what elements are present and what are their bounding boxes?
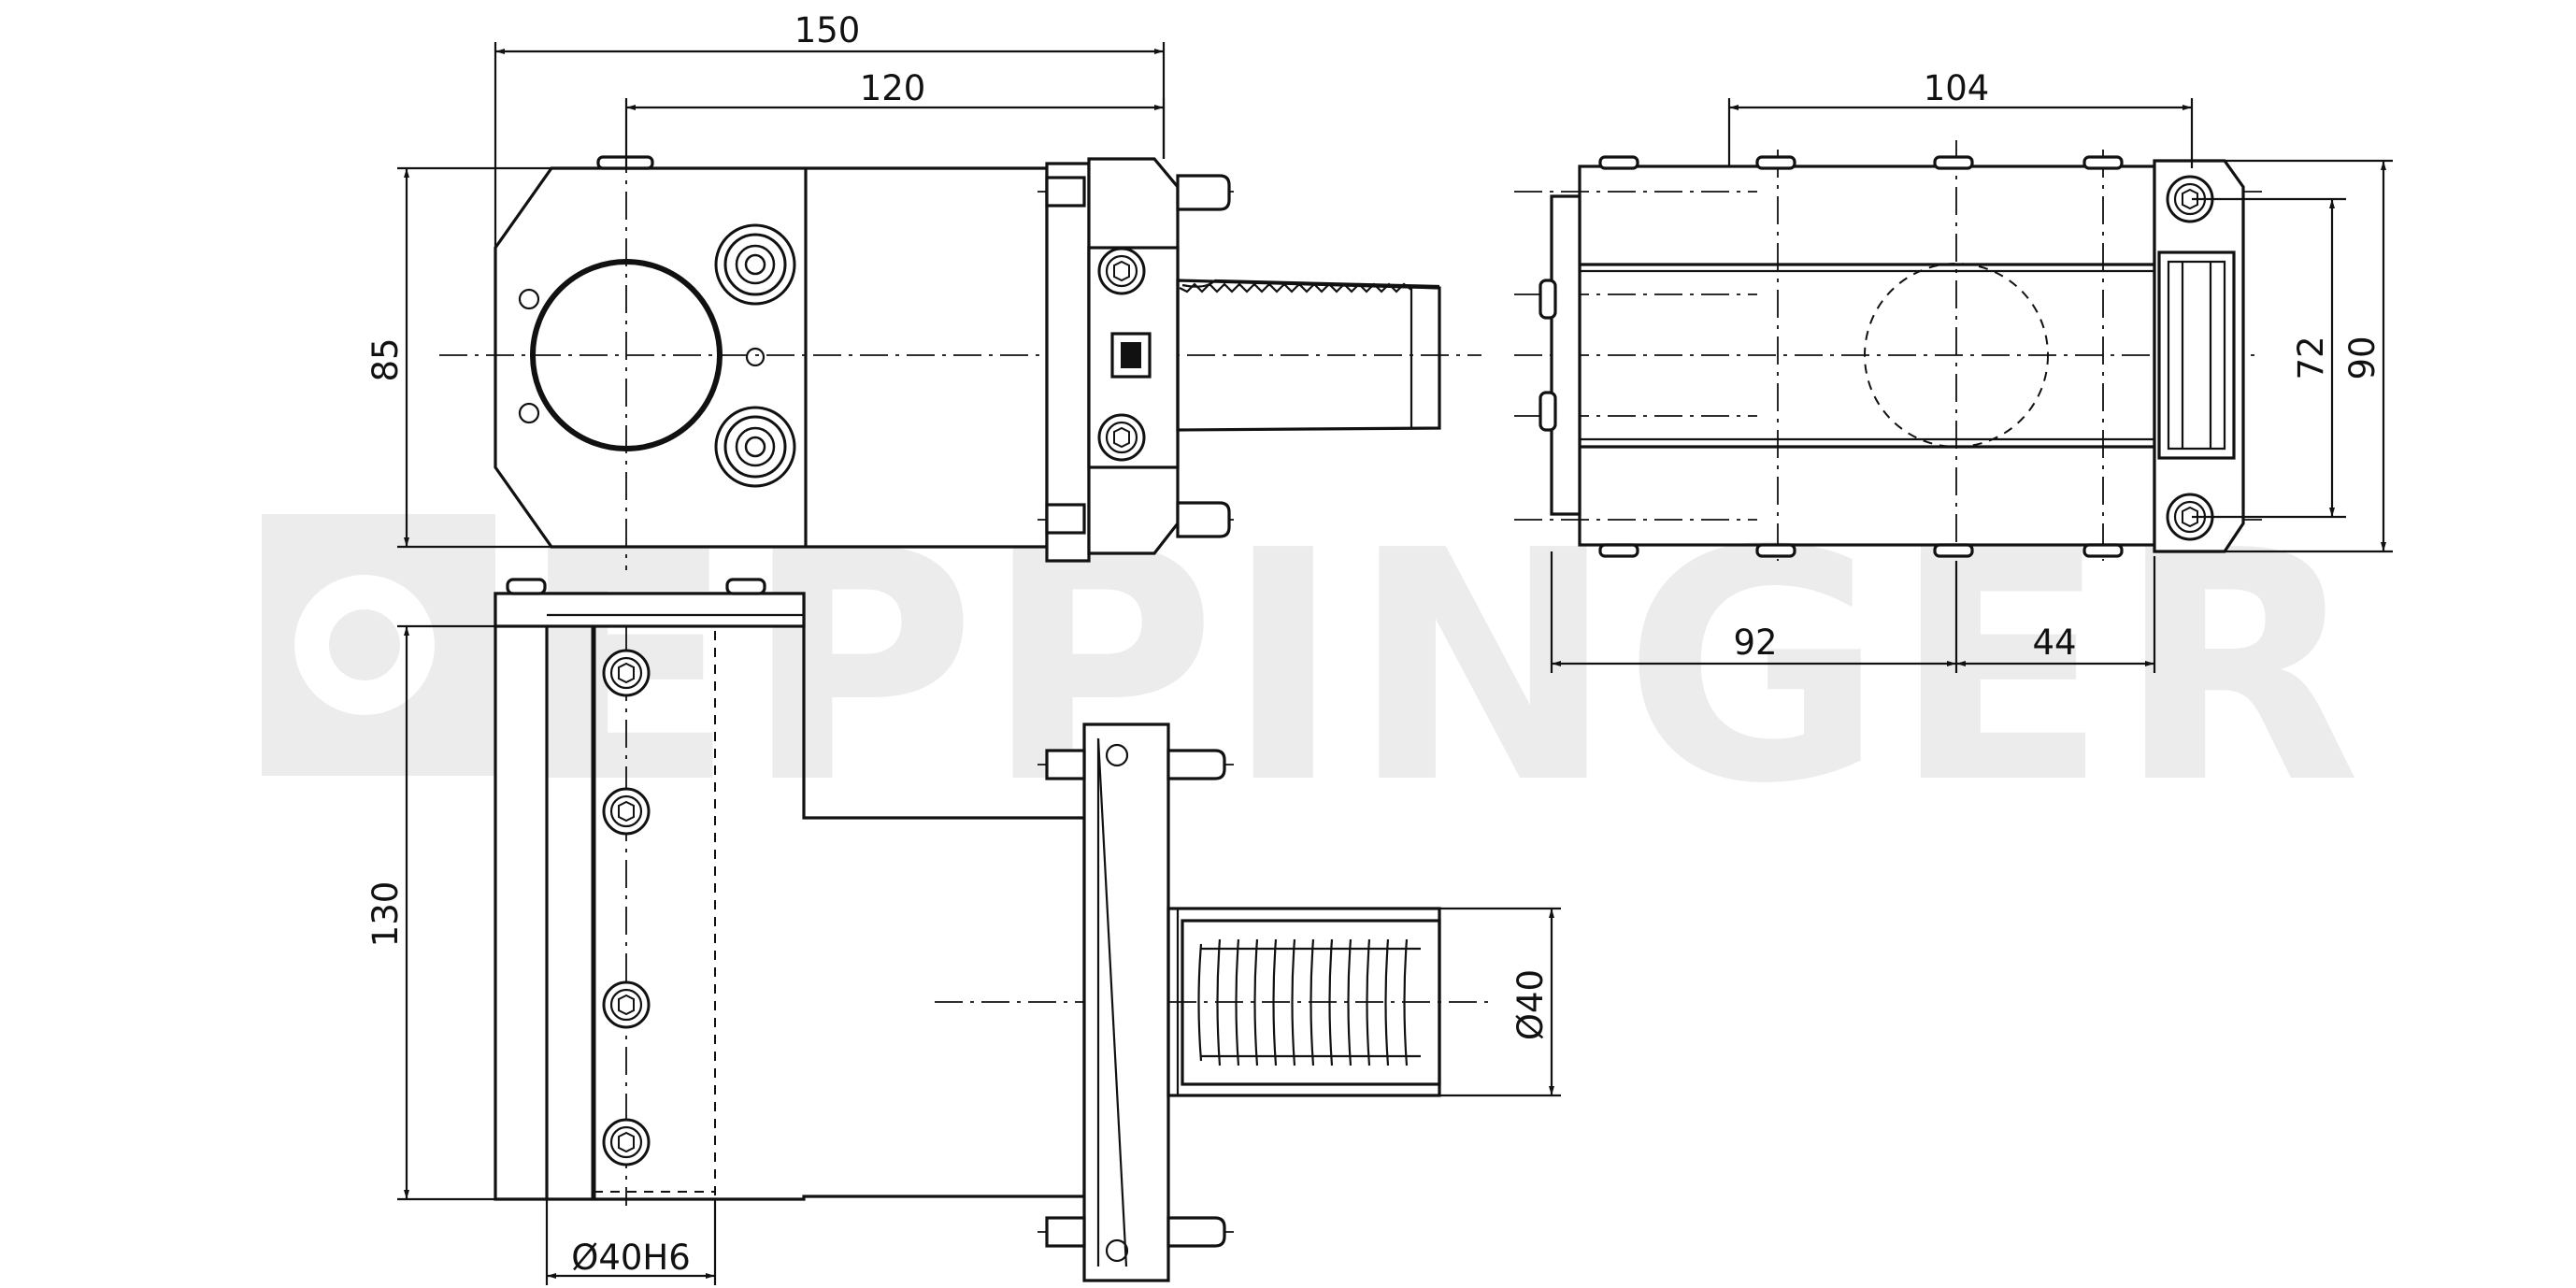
side-view-dimensions: 104 92 44 72 90 — [1550, 68, 2393, 673]
eppinger-logo-watermark: EPPINGER — [262, 483, 2368, 853]
top-view — [494, 578, 1496, 1282]
dim-44: 44 — [2032, 623, 2076, 663]
front-view — [439, 145, 1481, 570]
dim-shank-diameter: Ø40 — [1510, 969, 1551, 1040]
dim-bore-diameter: Ø40H6 — [571, 1238, 691, 1278]
dim-90: 90 — [2342, 336, 2383, 379]
dim-130: 130 — [365, 881, 406, 948]
front-view-dimensions: 150 120 85 — [365, 10, 1166, 549]
dim-104: 104 — [1924, 68, 1990, 108]
side-view — [1514, 140, 2262, 570]
dim-92: 92 — [1733, 623, 1777, 663]
dim-72: 72 — [2291, 336, 2331, 379]
dim-120: 120 — [860, 68, 926, 108]
watermark-text: EPPINGER — [519, 483, 2368, 853]
dim-150: 150 — [794, 10, 861, 50]
dim-85: 85 — [365, 337, 406, 381]
top-view-dimensions: 130 Ø40 Ø40H6 — [365, 624, 1561, 1285]
